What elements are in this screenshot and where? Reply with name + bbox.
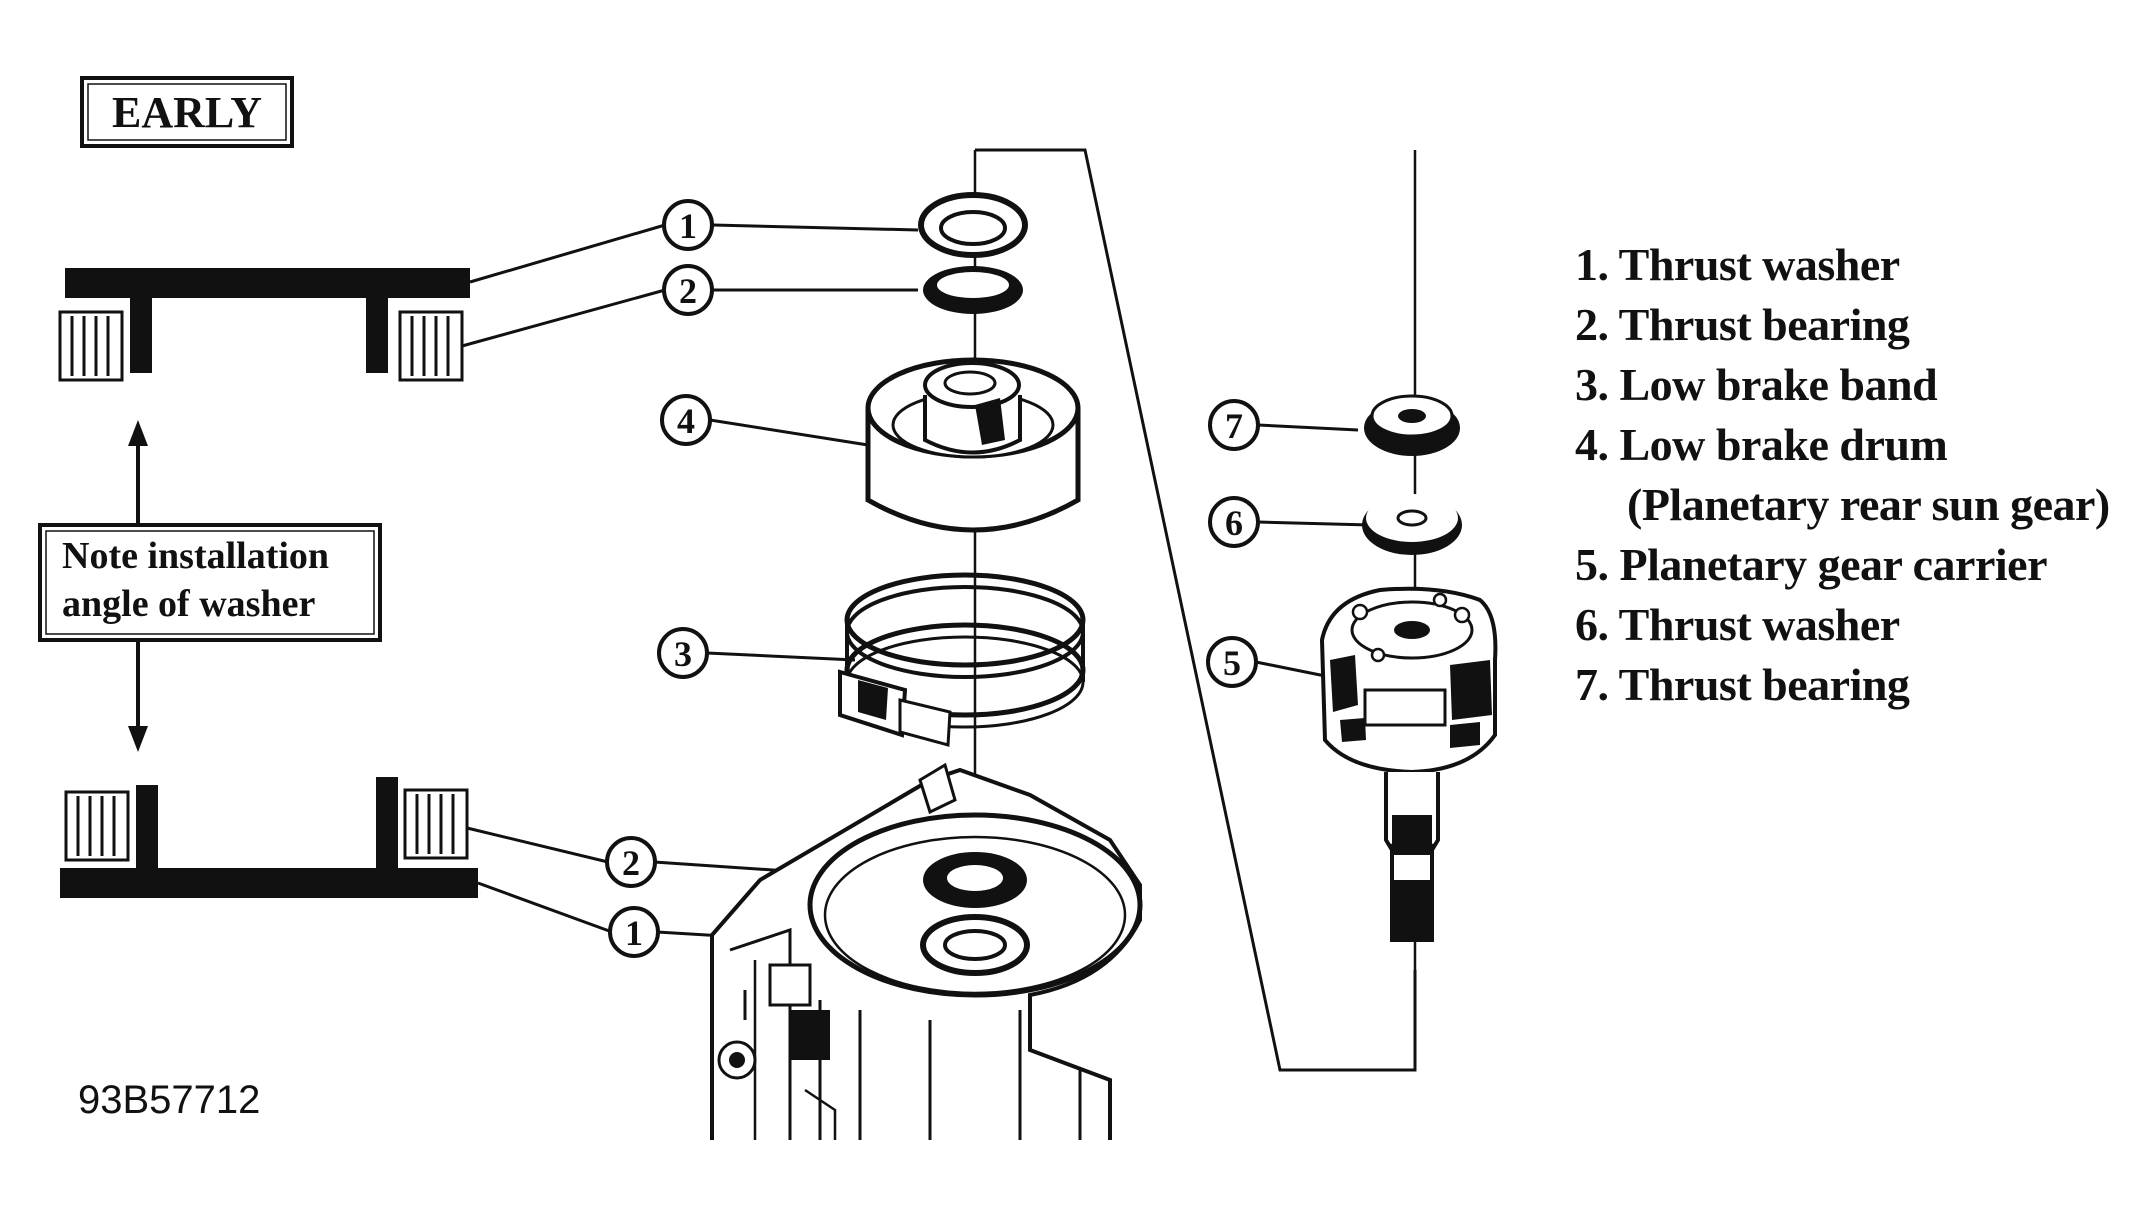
note-text-line2: angle of washer <box>62 583 315 625</box>
callout-3: 3 <box>657 627 709 679</box>
arrow-down <box>128 640 148 752</box>
group-bracket <box>975 148 1417 1072</box>
callout-7: 7 <box>1208 399 1260 451</box>
figure-code: 93B57712 <box>78 1078 261 1122</box>
callout-1-bottom-text: 1 <box>625 913 643 953</box>
bearing-roller-left-upper <box>58 310 124 382</box>
washer-section-lower <box>60 777 478 898</box>
thrust-bearing-7 <box>1364 394 1460 456</box>
thrust-bearing-bottom <box>923 852 1027 908</box>
arrow-up <box>128 420 148 525</box>
bearing-roller-right-upper <box>398 310 464 382</box>
thrust-washer-top <box>918 192 1028 258</box>
thrust-washer-bottom <box>920 914 1030 976</box>
callout-4: 4 <box>660 394 712 446</box>
callout-2-top-text: 2 <box>679 271 697 311</box>
callout-2-bottom: 2 <box>605 836 657 888</box>
callout-7-text: 7 <box>1225 406 1243 446</box>
callout-6-text: 6 <box>1225 503 1243 543</box>
callout-1-top-text: 1 <box>679 206 697 246</box>
early-label-text: EARLY <box>112 88 262 137</box>
callout-2-bottom-text: 2 <box>622 843 640 883</box>
thrust-washer-6 <box>1362 494 1462 555</box>
bearing-roller-right-lower <box>403 788 469 860</box>
callout-6: 6 <box>1208 496 1260 548</box>
legend-item: 6. Thrust washer <box>1575 599 1900 650</box>
note-box: Note installation angle of washer <box>38 523 382 642</box>
callout-1-bottom: 1 <box>608 906 660 958</box>
callout-4-text: 4 <box>677 401 695 441</box>
callout-5-text: 5 <box>1223 643 1241 683</box>
legend-item: 2. Thrust bearing <box>1575 299 1910 350</box>
planetary-gear-carrier <box>1319 586 1498 942</box>
callout-3-text: 3 <box>674 634 692 674</box>
callout-5: 5 <box>1206 636 1258 688</box>
legend-item: 4. Low brake drum <box>1575 419 1948 470</box>
low-brake-drum <box>865 357 1081 533</box>
callout-2-top: 2 <box>662 264 714 316</box>
parts-legend: 1. Thrust washer 2. Thrust bearing 3. Lo… <box>1575 235 2110 715</box>
legend-item: 1. Thrust washer <box>1575 239 1900 290</box>
legend-item-continuation: (Planetary rear sun gear) <box>1627 479 2110 530</box>
callout-1-top: 1 <box>662 199 714 251</box>
legend-item: 7. Thrust bearing <box>1575 659 1910 710</box>
legend-item: 5. Planetary gear carrier <box>1575 539 2047 590</box>
note-text-line1: Note installation <box>62 535 329 577</box>
bearing-roller-left-lower <box>64 790 130 862</box>
low-brake-band <box>838 572 1086 747</box>
thrust-bearing-top <box>923 266 1023 314</box>
legend-item: 3. Low brake band <box>1575 359 1938 410</box>
washer-section-upper <box>58 268 470 382</box>
early-label: EARLY <box>80 76 294 148</box>
